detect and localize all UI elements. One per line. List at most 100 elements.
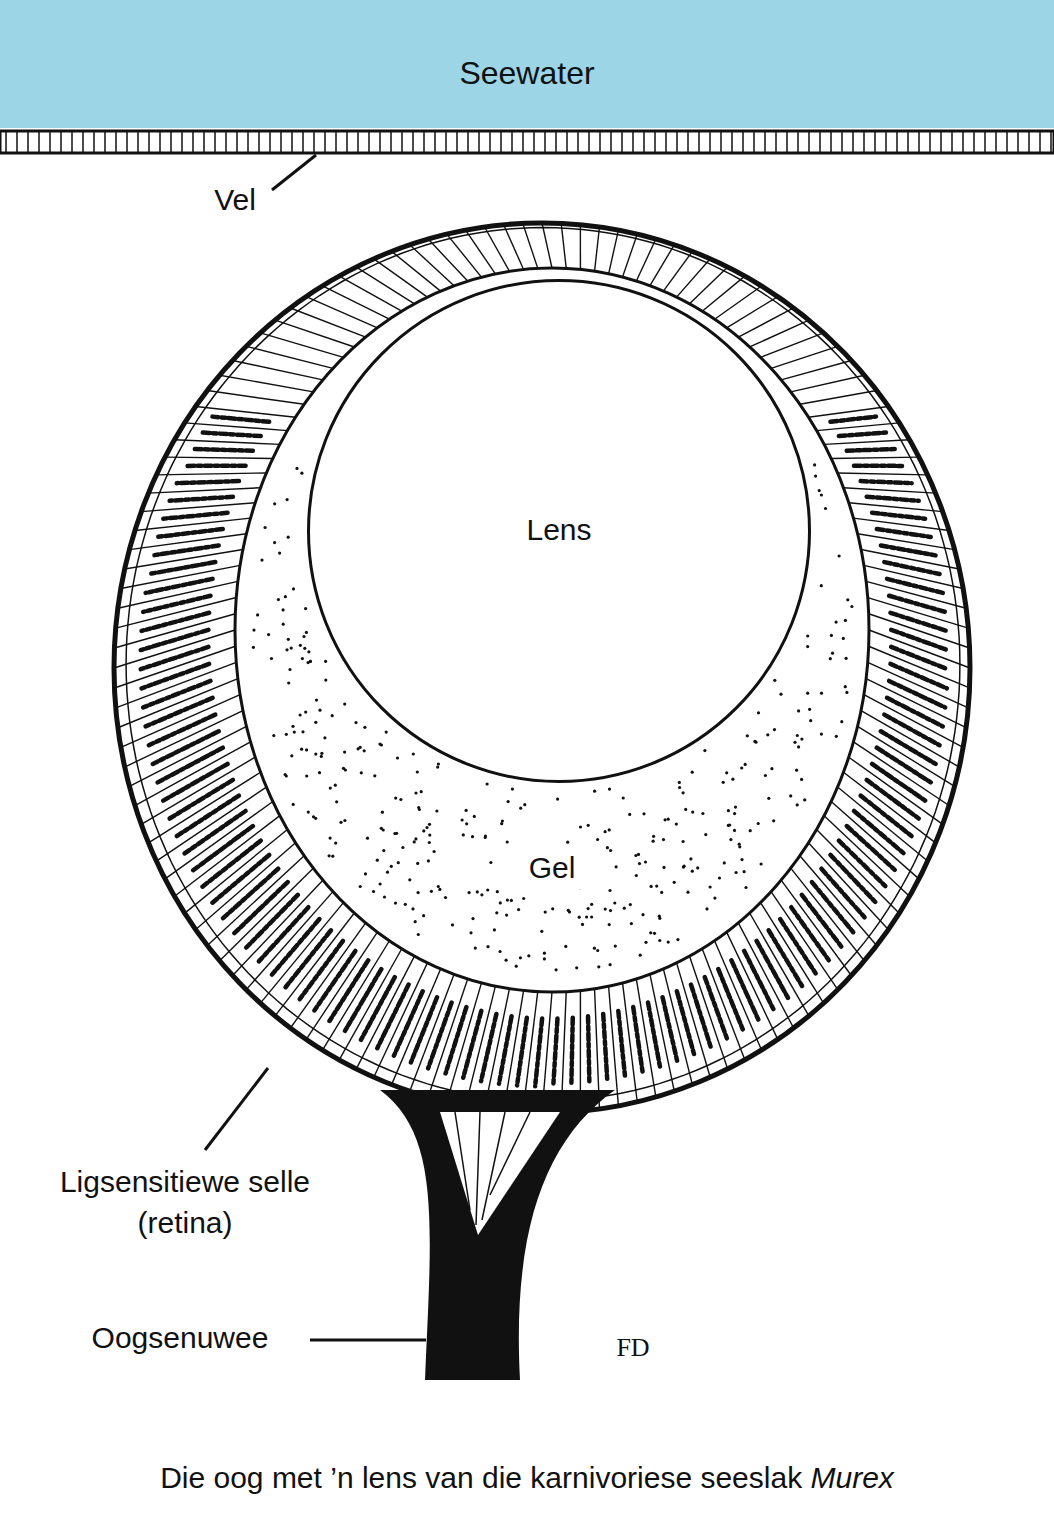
gel-dot (793, 741, 796, 744)
pigment (142, 613, 210, 631)
gel-dot (767, 797, 770, 800)
gel-dot (285, 774, 288, 777)
gel-dot (523, 803, 526, 806)
gel-dot (484, 836, 487, 839)
gel-dot (493, 928, 496, 931)
skin-cell (995, 131, 997, 153)
pigment (300, 941, 343, 999)
gel-dot (543, 957, 546, 960)
skin-cell (808, 131, 810, 153)
pigment (757, 941, 789, 999)
gel-dot (623, 907, 626, 910)
pigment (141, 630, 209, 650)
gel-dot (766, 733, 769, 736)
retina-cell (129, 534, 246, 550)
gel-dot (725, 771, 728, 774)
gel-dot (411, 907, 414, 910)
gel-dot (461, 818, 464, 821)
gel-dot (451, 923, 454, 926)
gel-dot (519, 956, 522, 959)
retina-cell (118, 679, 238, 728)
gel-dot (292, 803, 295, 806)
retina-cell (356, 956, 414, 1069)
part-label: Vel (190, 180, 280, 221)
gel-dot (658, 917, 661, 920)
gel-dot (678, 786, 681, 789)
pigment (881, 731, 936, 764)
gel-dot (814, 475, 817, 478)
gel-dot (465, 809, 468, 812)
skin-cell (423, 131, 425, 153)
gel-dot (303, 647, 306, 650)
gel-dot (729, 838, 732, 841)
skin-cell (753, 131, 755, 153)
retina-cell (116, 662, 237, 707)
pigment (345, 969, 381, 1031)
gel-dot (272, 734, 275, 737)
gel-dot (676, 938, 679, 941)
retina-cell (220, 375, 314, 392)
gel-dot (385, 731, 388, 734)
gel-dot (840, 720, 843, 723)
pigment (158, 748, 223, 783)
gel-dot (795, 769, 798, 772)
pigment (780, 919, 816, 975)
gel-dot (604, 908, 607, 911)
skin-cell (786, 131, 788, 153)
gel-dot (404, 903, 407, 906)
retina-cell (114, 614, 235, 648)
pigment (663, 997, 678, 1062)
gel-dot (314, 753, 317, 756)
gel-dot (295, 467, 298, 470)
gel-dot (343, 703, 346, 706)
gel-dot (642, 812, 645, 815)
gel-dot (806, 645, 809, 648)
retina-cell (663, 969, 692, 1085)
skin-cell (984, 131, 986, 153)
gel-dot (422, 914, 425, 917)
retina-cell (869, 630, 970, 668)
gel-dot (394, 797, 397, 800)
gel-dot (701, 812, 704, 815)
nerve-gap (440, 1112, 560, 1235)
gel-dot (718, 876, 721, 879)
gel-dot (300, 472, 303, 475)
gel-dot (806, 692, 809, 695)
skin-cell (1028, 131, 1030, 153)
skin-cell (390, 131, 392, 153)
gel-dot (655, 885, 658, 888)
skin-cell (555, 131, 557, 153)
gel-dot (305, 748, 308, 751)
skin-cell (357, 131, 359, 153)
gel-dot (846, 598, 849, 601)
node-label: Seewater (0, 52, 1054, 95)
signature: FD (598, 1330, 668, 1365)
skin-cell (60, 131, 62, 153)
gel-dot (587, 824, 590, 827)
skin-cell (973, 131, 975, 153)
retina-cell (339, 949, 402, 1060)
gel-dot (301, 730, 304, 733)
skin-cell (478, 131, 480, 153)
gel-dot (290, 754, 293, 757)
retina-cell (148, 772, 260, 843)
pigment (802, 895, 842, 948)
gel-dot (744, 763, 747, 766)
skin-cell (511, 131, 513, 153)
gel-dot (318, 771, 321, 774)
pigment (854, 811, 904, 853)
pigment (158, 529, 223, 537)
gel-dot (731, 778, 734, 781)
retina-cell (738, 308, 793, 337)
gel-dot (282, 623, 285, 626)
skin-cell (82, 131, 84, 153)
retina-cell (306, 297, 377, 328)
gel-dot (273, 541, 276, 544)
part-label: Ligsensitiewe selle (retina) (15, 1162, 355, 1243)
skin-cell (49, 131, 51, 153)
gel-dot (740, 858, 743, 861)
gel-dot (544, 911, 547, 914)
nerve-fibres (455, 1112, 530, 1225)
retina-cell (623, 234, 638, 277)
skin-cell (819, 131, 821, 153)
